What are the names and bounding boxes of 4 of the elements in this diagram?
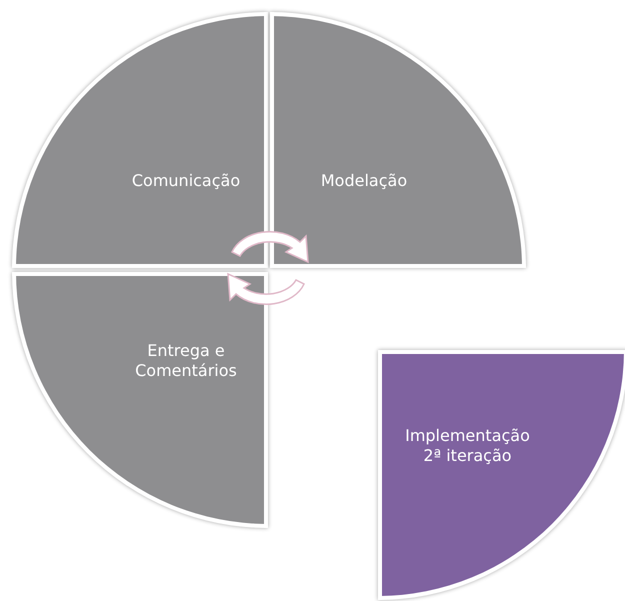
- segment-label: Entrega e Comentários: [134, 341, 238, 381]
- segment-label: Modelação: [320, 171, 408, 191]
- segment-label: Implementação 2ª iteração: [404, 426, 531, 466]
- segment-label: Comunicação: [130, 171, 242, 191]
